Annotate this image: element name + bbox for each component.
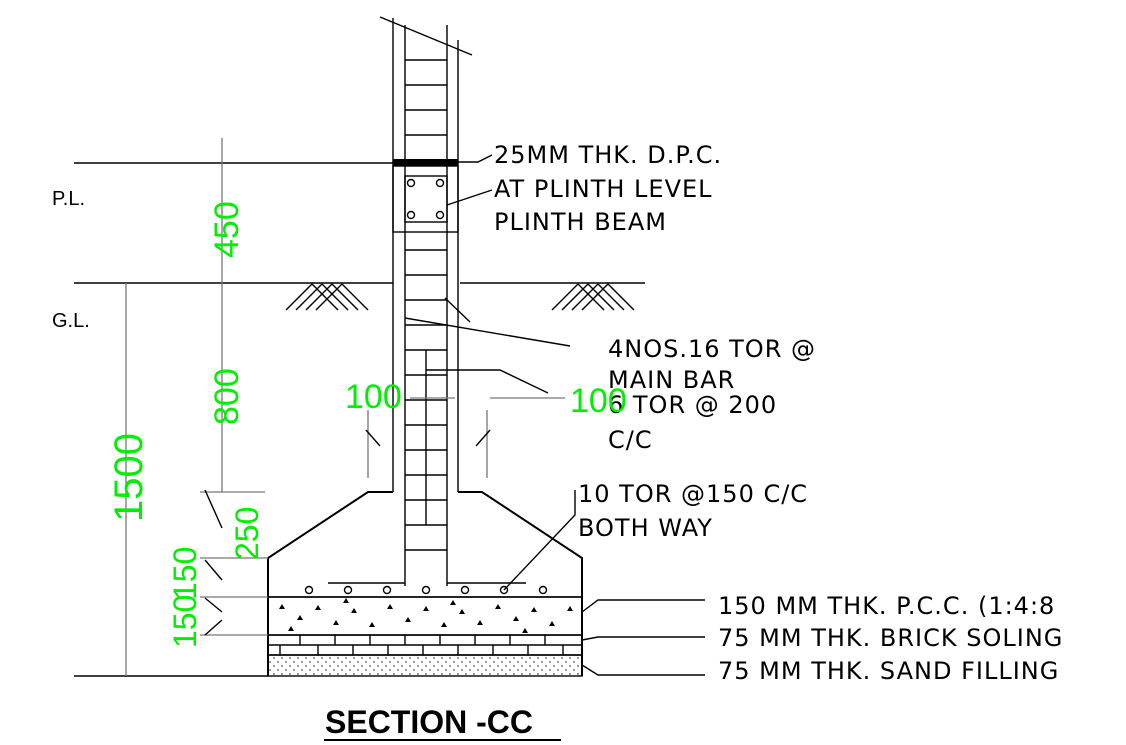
pcc-annotation: 150 MM THK. P.C.C. (1:4:8 bbox=[718, 592, 1055, 620]
sand-filling-layer bbox=[267, 654, 583, 677]
dimension-150-upper: 150 bbox=[167, 547, 203, 600]
dimension-100-left: 100 bbox=[345, 378, 402, 416]
dimension-150-lower: 150 bbox=[167, 595, 203, 648]
leader-lines bbox=[404, 154, 705, 676]
stirrup-annotation-line2: C/C bbox=[608, 426, 653, 454]
dimension-450: 450 bbox=[208, 201, 246, 258]
footing-bar-annotation-line1: 10 TOR @150 C/C bbox=[578, 480, 808, 508]
footing-bar-annotation-line2: BOTH WAY bbox=[578, 514, 713, 542]
rcc-footing bbox=[267, 491, 583, 676]
plinth-beam bbox=[392, 165, 459, 233]
plinth-level-label: P.L. bbox=[52, 188, 85, 210]
dpc-annotation-line2: AT PLINTH LEVEL bbox=[494, 175, 713, 203]
dimension-lines bbox=[125, 138, 565, 676]
dimension-800: 800 bbox=[208, 368, 246, 425]
sand-filling-annotation: 75 MM THK. SAND FILLING bbox=[718, 657, 1059, 685]
section-title-text: SECTION -CC bbox=[325, 704, 533, 740]
footing-rebar bbox=[304, 582, 548, 595]
dpc-layer bbox=[393, 159, 458, 166]
plinth-beam-annotation: PLINTH BEAM bbox=[494, 208, 667, 236]
brick-wall bbox=[379, 16, 473, 586]
dimension-250: 250 bbox=[229, 507, 265, 560]
stirrup-annotation-line1: 6 TOR @ 200 bbox=[608, 391, 777, 419]
pcc-layer bbox=[267, 596, 583, 636]
dimension-100-right: 100 bbox=[570, 382, 627, 420]
ground-level-label: G.L. bbox=[52, 310, 90, 332]
dpc-annotation-line1: 25MM THK. D.P.C. bbox=[494, 141, 722, 169]
section-title: SECTION -CC bbox=[324, 704, 561, 741]
earth-hatch-left bbox=[285, 283, 369, 311]
dimension-1500: 1500 bbox=[107, 433, 151, 522]
brick-soling-layer bbox=[268, 634, 582, 656]
main-bar-annotation-line2: MAIN BAR bbox=[608, 366, 735, 394]
brick-soling-annotation: 75 MM THK. BRICK SOLING bbox=[718, 624, 1063, 652]
earth-hatch-right bbox=[551, 283, 635, 311]
main-bar-annotation-line1: 4NOS.16 TOR @ bbox=[608, 335, 816, 363]
